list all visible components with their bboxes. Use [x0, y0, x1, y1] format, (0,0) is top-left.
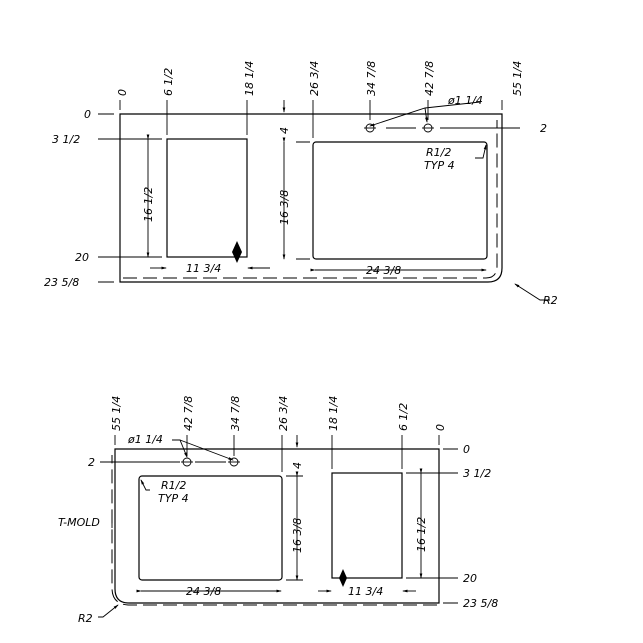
x-label: 18 1/4 [243, 61, 256, 96]
x-label: 34 7/8 [365, 61, 378, 96]
diamond-marker [339, 569, 347, 587]
y-label: 23 5/8 [463, 597, 498, 610]
sink-cutout [312, 141, 488, 260]
x-coordinate-labels: 55 1/4 42 7/8 34 7/8 26 3/4 18 1/4 6 1/2… [110, 396, 447, 431]
countertop-outline [119, 113, 503, 283]
x-label: 6 1/2 [162, 68, 175, 96]
extension-lines [98, 435, 458, 618]
countertop-outline [114, 448, 440, 604]
sink-width: 24 3/8 [186, 585, 221, 598]
diamond-marker [232, 241, 242, 263]
left-cutout-width: 11 3/4 [186, 262, 221, 275]
faucet-holes [100, 457, 240, 467]
x-label: 26 3/4 [277, 396, 290, 431]
x-label: 18 1/4 [327, 396, 340, 431]
outer-radius: R2 [78, 612, 93, 625]
x-label: 0 [434, 424, 447, 431]
sink-cutout [138, 475, 283, 581]
y-coordinate-labels: 0 3 1/2 20 23 5/8 2 [88, 443, 498, 610]
y-label: 3 1/2 [463, 467, 491, 480]
backsplash-dashed-line [111, 455, 437, 606]
x-coordinate-labels: 0 6 1/2 18 1/4 26 3/4 34 7/8 42 7/8 55 1… [116, 61, 524, 96]
y-label: 3 1/2 [52, 133, 80, 146]
outer-radius: R2 [543, 294, 558, 307]
x-label: 34 7/8 [229, 396, 242, 431]
hole-callout: ø1 1/4 [447, 94, 483, 107]
left-cutout [166, 138, 248, 258]
x-label: 26 3/4 [308, 61, 321, 96]
bottom-view: 55 1/4 42 7/8 34 7/8 26 3/4 18 1/4 6 1/2… [58, 396, 498, 625]
sink-height: 16 3/8 [278, 190, 291, 225]
y-coordinate-labels: 0 3 1/2 20 23 5/8 2 [44, 108, 547, 289]
backsplash-dashed-line [123, 120, 498, 279]
y-label: 0 [84, 108, 91, 121]
extension-lines [98, 100, 550, 301]
y-label: 20 [463, 572, 477, 585]
x-label: 6 1/2 [397, 403, 410, 431]
t-mold-label: T-MOLD [58, 516, 100, 529]
x-label: 55 1/4 [110, 396, 123, 431]
y-label: 23 5/8 [44, 276, 79, 289]
sink-width: 24 3/8 [366, 264, 401, 277]
gap-dimension: 4 [291, 462, 304, 469]
gap-dimension: 4 [278, 127, 291, 134]
x-label: 0 [116, 89, 129, 96]
hole-row-label: 2 [88, 456, 95, 469]
right-cutout [331, 472, 403, 579]
x-label: 55 1/4 [511, 61, 524, 96]
x-label: 42 7/8 [423, 61, 436, 96]
right-cutout-width: 11 3/4 [348, 585, 383, 598]
x-label: 42 7/8 [182, 396, 195, 431]
left-cutout-height: 16 1/2 [142, 187, 155, 222]
faucet-holes [364, 123, 520, 133]
top-view: 0 6 1/2 18 1/4 26 3/4 34 7/8 42 7/8 55 1… [44, 61, 558, 307]
sink-height: 16 3/8 [291, 518, 304, 553]
hole-callout: ø1 1/4 [127, 433, 163, 446]
y-label: 0 [463, 443, 470, 456]
corner-typ: TYP 4 [158, 492, 189, 505]
corner-typ: TYP 4 [424, 159, 455, 172]
corner-radius: R1/2 [426, 146, 451, 159]
hole-row-label: 2 [540, 122, 547, 135]
right-cutout-height: 16 1/2 [415, 517, 428, 552]
y-label: 20 [75, 251, 89, 264]
corner-radius: R1/2 [161, 479, 186, 492]
